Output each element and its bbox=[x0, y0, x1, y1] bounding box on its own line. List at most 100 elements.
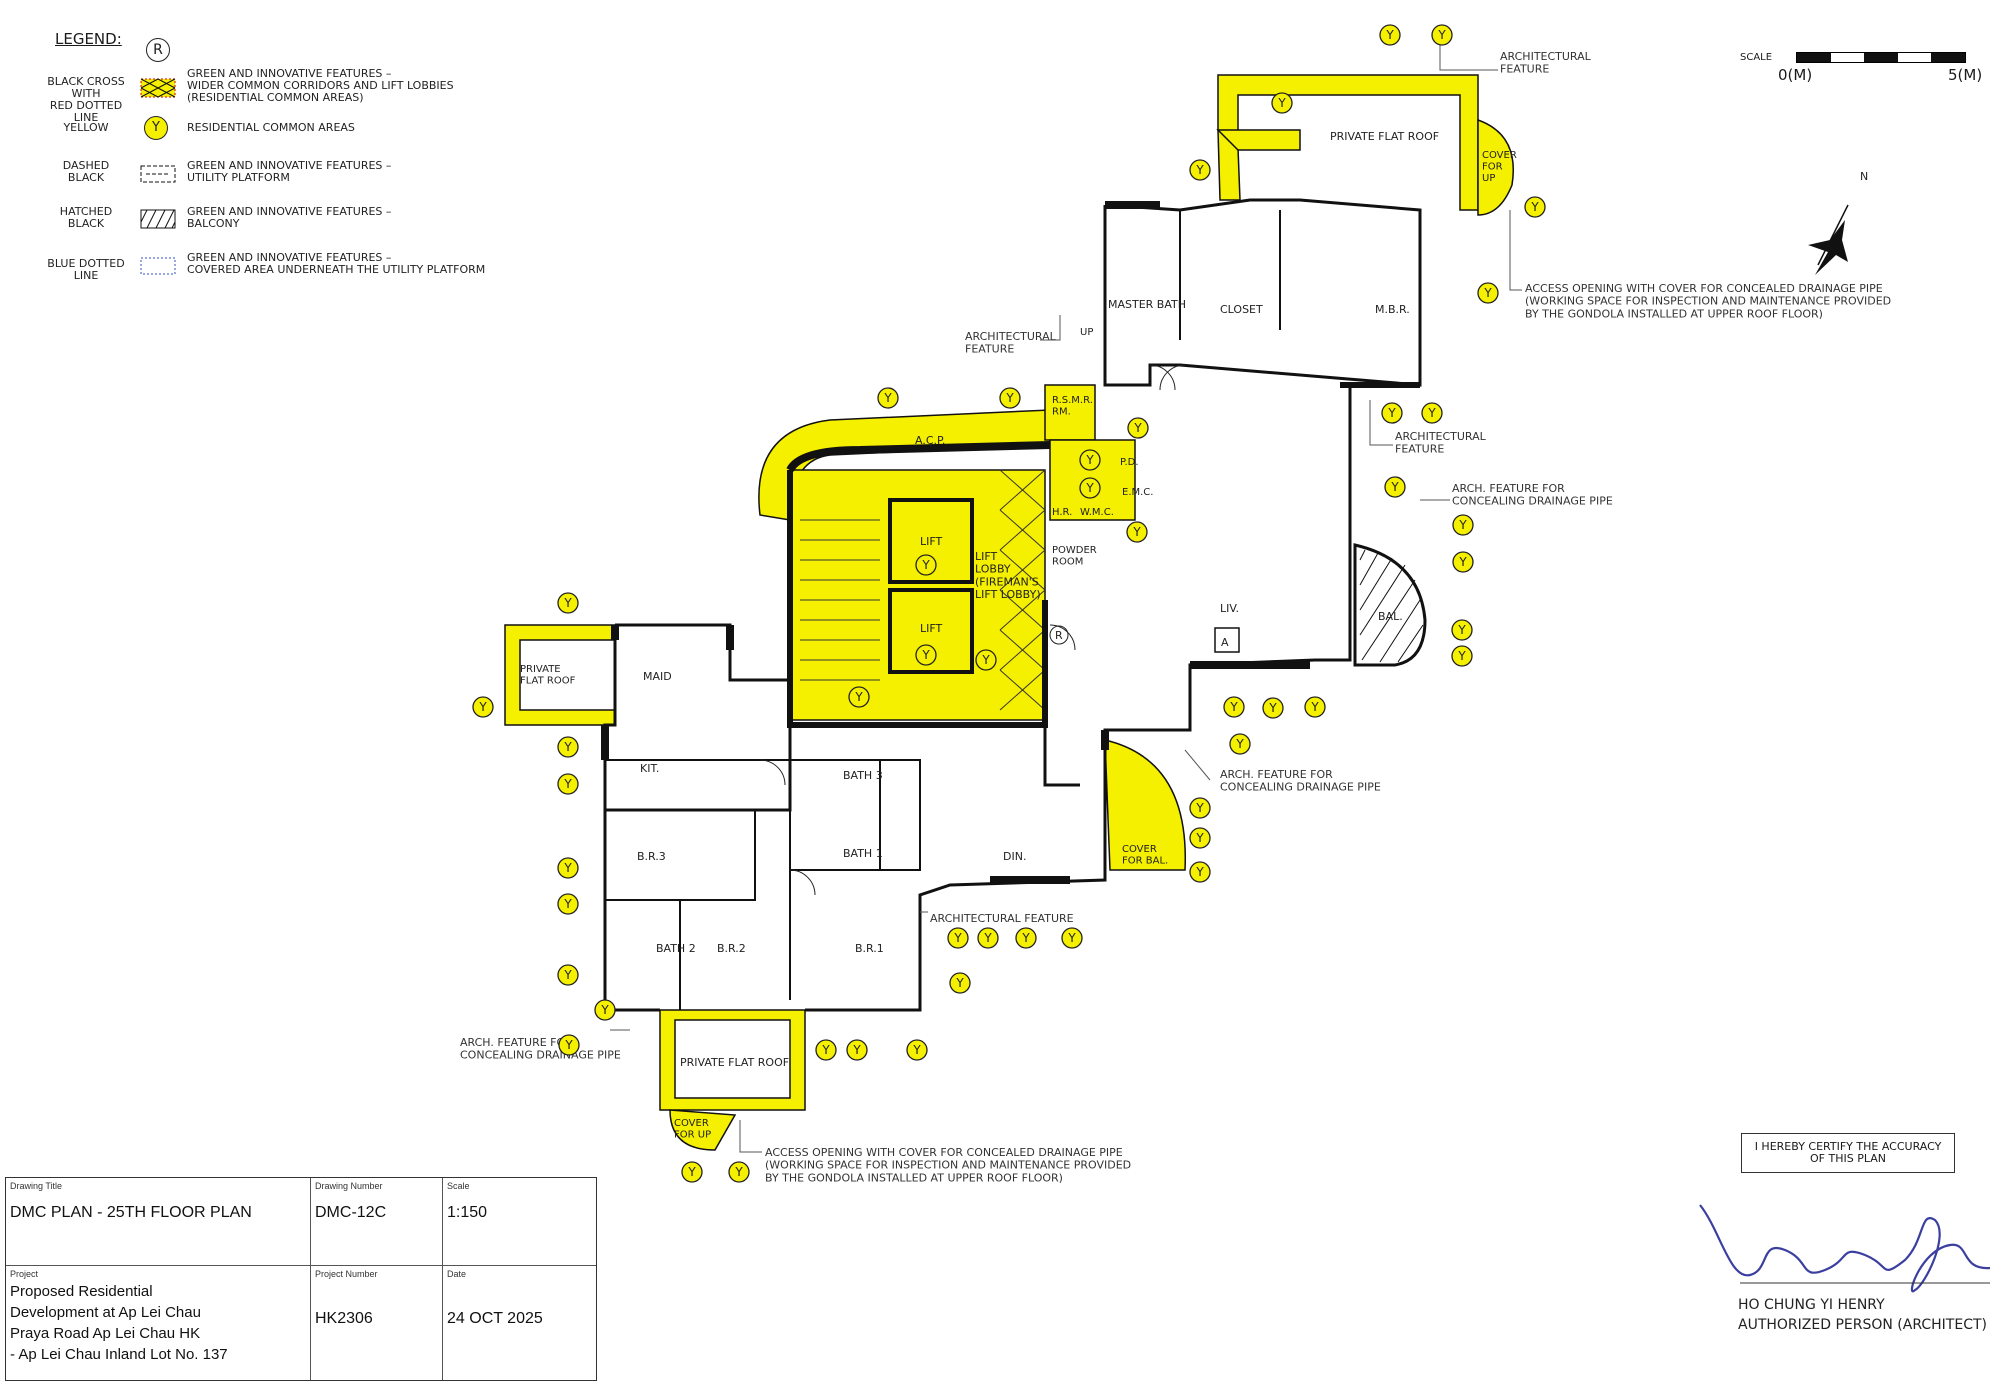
scale-bar-graphic bbox=[1796, 52, 1966, 63]
flat-tag-box bbox=[1214, 627, 1240, 653]
residential-area-marker-icon: Y bbox=[1126, 521, 1148, 543]
lift-lobby-cross-hatch bbox=[999, 469, 1046, 711]
residential-area-marker-icon: Y bbox=[949, 972, 971, 994]
room-private-flat-roof-bottom: PRIVATE FLAT ROOF bbox=[680, 1056, 789, 1069]
scale-bar: SCALE 0(M) 5(M) bbox=[1740, 48, 1982, 88]
residential-area-marker-icon: Y bbox=[557, 893, 579, 915]
svg-text:Y: Y bbox=[1457, 649, 1466, 663]
svg-text:Y: Y bbox=[600, 1003, 609, 1017]
svg-text:Y: Y bbox=[563, 897, 572, 911]
balcony-hatch-icon bbox=[140, 209, 176, 229]
residential-area-marker-icon: Y bbox=[1061, 927, 1083, 949]
svg-text:Y: Y bbox=[563, 740, 572, 754]
residential-area-marker-icon: Y bbox=[557, 736, 579, 758]
svg-text:Y: Y bbox=[953, 931, 962, 945]
legend-row-dashed: DASHED BLACK GREEN AND INNOVATIVE FEATUR… bbox=[40, 160, 500, 190]
svg-text:Y: Y bbox=[1133, 421, 1142, 435]
residential-area-marker-icon: Y bbox=[557, 592, 579, 614]
balcony bbox=[1353, 543, 1427, 667]
residential-area-marker-icon: Y bbox=[1223, 696, 1245, 718]
residential-area-marker-icon: Y bbox=[1271, 92, 1293, 114]
room-kit: KIT. bbox=[640, 762, 659, 775]
residential-area-marker-icon: Y bbox=[1262, 697, 1284, 719]
legend-row-blue: BLUE DOTTED LINE GREEN AND INNOVATIVE FE… bbox=[40, 252, 500, 282]
residential-area-marker-icon: Y bbox=[915, 644, 937, 666]
residential-area-marker-icon: Y bbox=[1189, 159, 1211, 181]
north-label: N bbox=[1860, 170, 1868, 183]
signer-block: HO CHUNG YI HENRY AUTHORIZED PERSON (ARC… bbox=[1738, 1295, 1987, 1335]
svg-text:Y: Y bbox=[854, 690, 863, 704]
note-arch-feature-din: ARCHITECTURAL FEATURE bbox=[930, 912, 1074, 925]
svg-text:Y: Y bbox=[1277, 96, 1286, 110]
residential-area-marker-icon: Y bbox=[1079, 449, 1101, 471]
roof-bottom-inner bbox=[674, 1019, 791, 1099]
residential-common-areas bbox=[504, 74, 1514, 1151]
svg-text:Y: Y bbox=[1195, 865, 1204, 879]
svg-text:Y: Y bbox=[563, 968, 572, 982]
residential-area-marker-icon: Y bbox=[1379, 24, 1401, 46]
tb-caption: Project bbox=[10, 1269, 39, 1279]
room-pd: P.D. bbox=[1120, 457, 1139, 468]
svg-text:Y: Y bbox=[1427, 406, 1436, 420]
legend-desc: GREEN AND INNOVATIVE FEATURES – COVERED … bbox=[187, 251, 486, 276]
scale-left-label: 0(M) bbox=[1778, 66, 1813, 84]
legend-key: DASHED BLACK bbox=[62, 159, 110, 184]
svg-text:Y: Y bbox=[687, 1165, 696, 1179]
residential-area-marker-icon: Y bbox=[815, 1039, 837, 1061]
residential-area-marker-icon: Y bbox=[1524, 196, 1546, 218]
lift-car-1 bbox=[888, 498, 974, 584]
room-master-bath: MASTER BATH bbox=[1108, 298, 1186, 311]
room-liv: LIV. bbox=[1220, 602, 1239, 615]
svg-text:Y: Y bbox=[1530, 200, 1539, 214]
residential-area-marker-icon: Y bbox=[557, 964, 579, 986]
room-acp: A.C.P. bbox=[915, 434, 945, 447]
room-lift-1: LIFT bbox=[920, 535, 943, 548]
svg-text:Y: Y bbox=[563, 596, 572, 610]
residential-area-marker-icon: Y bbox=[557, 857, 579, 879]
room-private-flat-roof-top: PRIVATE FLAT ROOF bbox=[1330, 130, 1439, 143]
svg-text:Y: Y bbox=[852, 1043, 861, 1057]
residential-area-marker-icon: Y bbox=[846, 1039, 868, 1061]
room-closet: CLOSET bbox=[1220, 303, 1263, 316]
residential-area-marker-icon: Y bbox=[681, 1161, 703, 1183]
legend-desc: GREEN AND INNOVATIVE FEATURES – UTILITY … bbox=[187, 159, 392, 184]
tb-caption: Date bbox=[447, 1269, 467, 1279]
residential-area-marker-icon: Y bbox=[848, 686, 870, 708]
legend-title: LEGEND: bbox=[55, 30, 122, 48]
tb-drawing-title: Drawing Title DMC PLAN - 25TH FLOOR PLAN bbox=[6, 1178, 311, 1266]
room-rsmr: R.S.M.R.RM. bbox=[1052, 395, 1093, 418]
legend-key: HATCHED BLACK bbox=[59, 205, 113, 230]
tb-caption: Drawing Title bbox=[10, 1181, 63, 1191]
residential-area-marker-icon: Y bbox=[1189, 827, 1211, 849]
cover-for-bal bbox=[1104, 739, 1187, 871]
project-name: Proposed Residential Development at Ap L… bbox=[10, 1283, 228, 1363]
svg-text:Y: Y bbox=[1021, 931, 1030, 945]
svg-text:Y: Y bbox=[1310, 700, 1319, 714]
drawing-number: DMC-12C bbox=[315, 1204, 387, 1221]
tb-scale: Scale 1:150 bbox=[443, 1178, 596, 1266]
residential-area-marker-icon: Y bbox=[947, 927, 969, 949]
tb-drawing-number: Drawing Number DMC-12C bbox=[311, 1178, 443, 1266]
covered-area-icon bbox=[140, 257, 176, 275]
room-br-1: B.R.1 bbox=[855, 942, 884, 955]
refuge-mark: R bbox=[1055, 629, 1063, 642]
refuge-symbol: R bbox=[146, 38, 170, 62]
room-hr: H.R. bbox=[1052, 507, 1072, 518]
doors bbox=[759, 364, 1186, 896]
room-bath-3: BATH 3 bbox=[843, 769, 883, 782]
residential-area-marker-icon: Y bbox=[1477, 282, 1499, 304]
svg-text:Y: Y bbox=[1457, 623, 1466, 637]
title-block: Drawing Title DMC PLAN - 25TH FLOOR PLAN… bbox=[5, 1177, 597, 1381]
legend-row-hatched: HATCHED BLACK GREEN AND INNOVATIVE FEATU… bbox=[40, 206, 500, 236]
svg-text:Y: Y bbox=[1390, 480, 1399, 494]
